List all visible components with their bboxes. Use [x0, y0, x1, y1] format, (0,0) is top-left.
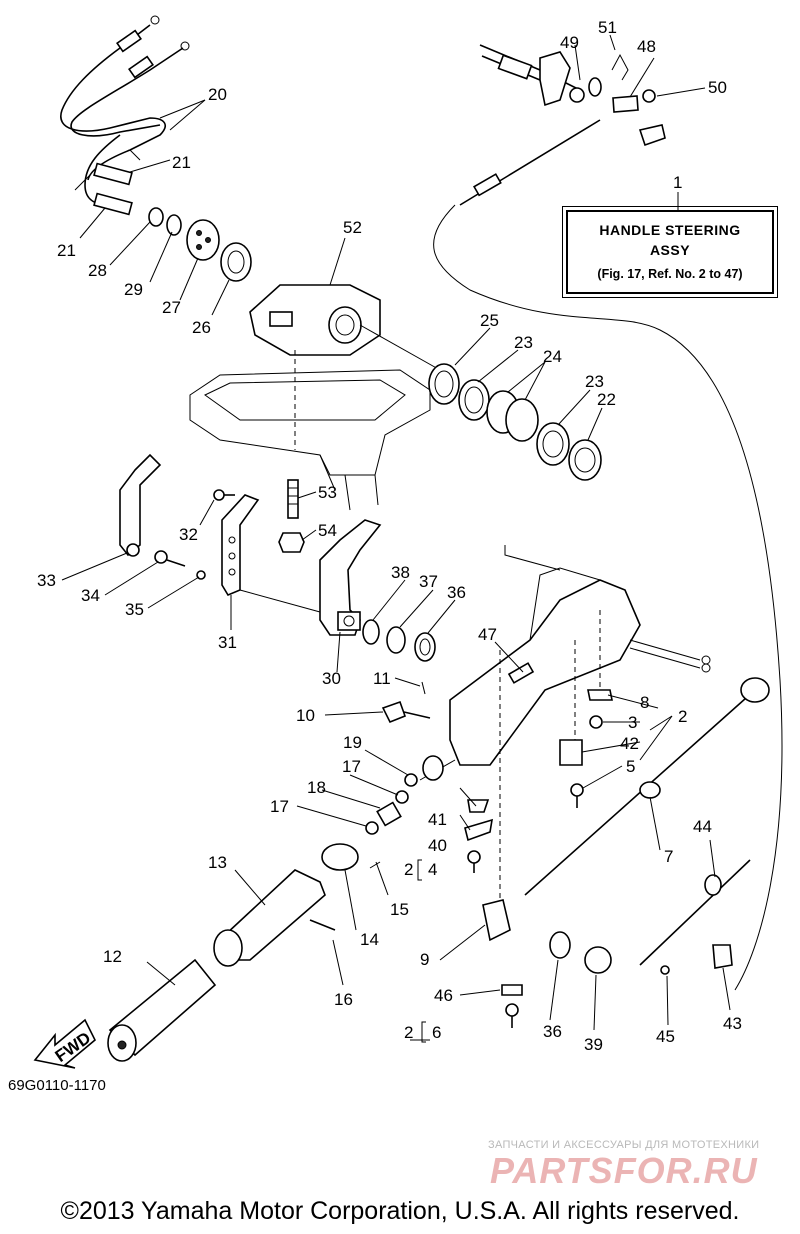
leader-lines	[61, 34, 731, 1041]
callout-42: 42	[620, 734, 639, 753]
callout-44: 44	[693, 817, 712, 836]
callout-9: 9	[420, 950, 429, 969]
small-hardware	[381, 681, 613, 1028]
callout-24: 24	[543, 347, 562, 366]
callout-28: 28	[88, 261, 107, 280]
callout-54: 54	[318, 521, 337, 540]
callout-33: 33	[37, 571, 56, 590]
callout-17-bottom: 17	[270, 797, 289, 816]
throttle-links	[119, 453, 321, 613]
callout-37: 37	[419, 572, 438, 591]
callout-2-bracket: 2	[404, 860, 413, 879]
callout-4: 4	[428, 860, 437, 879]
callout-31: 31	[218, 633, 237, 652]
callout-50: 50	[708, 78, 727, 97]
callout-numbers: 1 2 3 2 4 5 2 6 7 8 9 10 11 12 13 14 15 …	[37, 18, 742, 1054]
callout-10: 10	[296, 706, 315, 725]
note-line-1: HANDLE STEERING	[599, 222, 741, 238]
callout-35: 35	[125, 600, 144, 619]
steering-handle-body	[419, 567, 711, 900]
callout-32: 32	[179, 525, 198, 544]
callout-53: 53	[318, 483, 337, 502]
callout-21-bottom: 21	[57, 241, 76, 260]
top-cable-assembly	[459, 44, 666, 206]
callout-16: 16	[334, 990, 353, 1009]
callout-29: 29	[124, 280, 143, 299]
callout-38: 38	[391, 563, 410, 582]
callout-27: 27	[162, 298, 181, 317]
callout-39: 39	[584, 1035, 603, 1054]
callout-2-bracket-b: 2	[404, 1023, 413, 1042]
copyright-notice: ©2013 Yamaha Motor Corporation, U.S.A. A…	[60, 1197, 740, 1225]
fwd-arrow: FWD	[33, 1018, 96, 1069]
callout-30: 30	[322, 669, 341, 688]
callout-22: 22	[597, 390, 616, 409]
callout-36-top: 36	[447, 583, 466, 602]
callout-12: 12	[103, 947, 122, 966]
callout-26: 26	[192, 318, 211, 337]
callout-20: 20	[208, 85, 227, 104]
callout-48: 48	[637, 37, 656, 56]
throttle-grip	[107, 773, 418, 1062]
watermark-tagline: ЗАПЧАСТИ И АКСЕССУАРЫ ДЛЯ МОТОТЕХНИКИ	[488, 1139, 760, 1151]
callout-13: 13	[208, 853, 227, 872]
callout-18: 18	[307, 778, 326, 797]
callout-49: 49	[560, 33, 579, 52]
callout-21-top: 21	[172, 153, 191, 172]
callout-43: 43	[723, 1014, 742, 1033]
throttle-cables	[60, 15, 190, 216]
callout-46: 46	[434, 986, 453, 1005]
callout-6: 6	[432, 1023, 441, 1042]
callout-52: 52	[343, 218, 362, 237]
handle-washers	[362, 619, 436, 662]
callout-1: 1	[673, 173, 682, 192]
pulley-washers	[148, 207, 252, 282]
diagram-code: 69G0110-1170	[8, 1077, 106, 1094]
callout-45: 45	[656, 1027, 675, 1046]
callout-47: 47	[478, 625, 497, 644]
throttle-lever	[319, 519, 382, 636]
callout-17-top: 17	[342, 757, 361, 776]
callout-34: 34	[81, 586, 100, 605]
callout-51: 51	[598, 18, 617, 37]
watermark-logo: PARTSFOR.RU	[490, 1150, 758, 1191]
callout-41: 41	[428, 810, 447, 829]
shift-cables	[524, 677, 770, 975]
callout-8: 8	[640, 693, 649, 712]
callout-11: 11	[373, 669, 391, 688]
callout-14: 14	[360, 930, 379, 949]
callout-2: 2	[678, 707, 687, 726]
callout-15: 15	[390, 900, 409, 919]
main-cable-line	[433, 204, 783, 991]
callout-3: 3	[628, 713, 637, 732]
callout-40: 40	[428, 836, 447, 855]
steering-bracket	[249, 284, 441, 450]
callout-19: 19	[343, 733, 362, 752]
note-line-2: ASSY	[649, 242, 691, 258]
callout-36-bottom: 36	[543, 1022, 562, 1041]
callout-7: 7	[664, 847, 673, 866]
callout-23-bottom: 23	[585, 372, 604, 391]
callout-23-top: 23	[514, 333, 533, 352]
note-line-3: (Fig. 17, Ref. No. 2 to 47)	[597, 267, 743, 281]
friction-rings	[428, 363, 602, 481]
assembly-note-box: HANDLE STEERING ASSY (Fig. 17, Ref. No. …	[562, 206, 778, 298]
callout-5: 5	[626, 757, 635, 776]
bottom-cowling	[189, 369, 431, 511]
callout-25: 25	[480, 311, 499, 330]
